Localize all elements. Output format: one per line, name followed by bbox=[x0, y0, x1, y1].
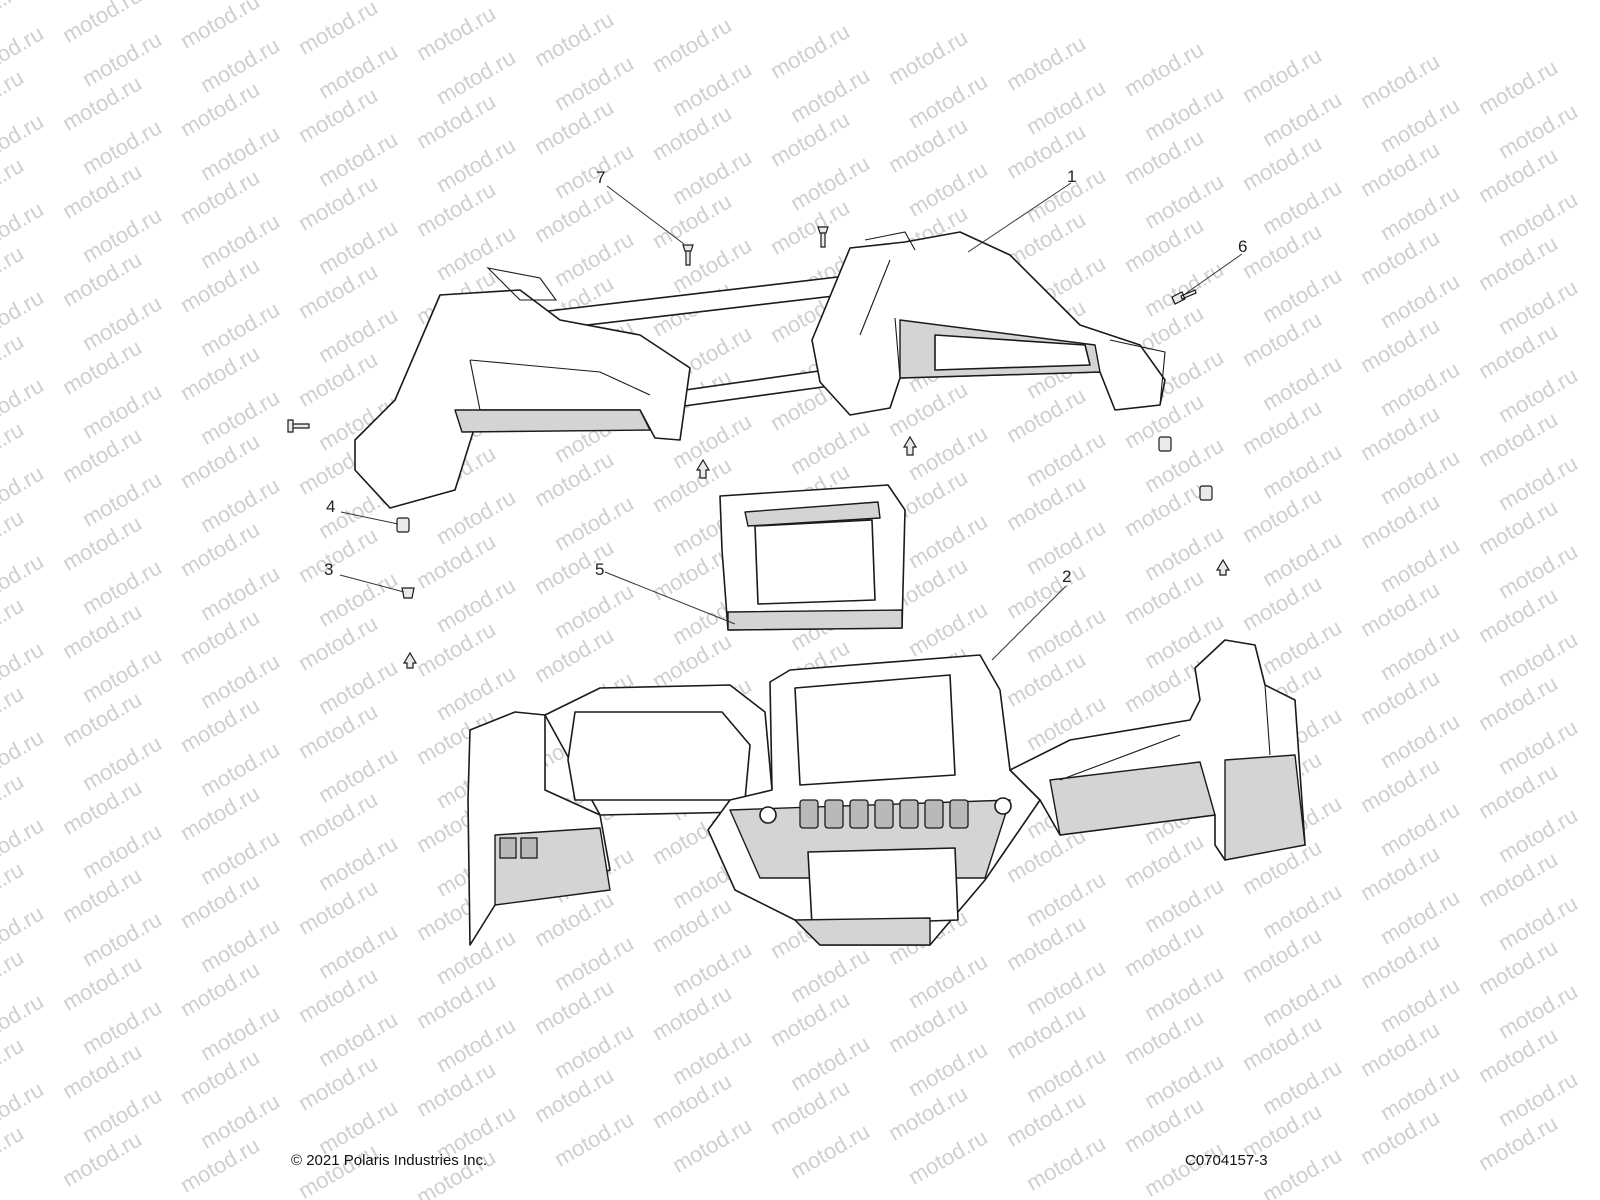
part-5-display-bezel bbox=[719, 484, 906, 631]
leader-line-5 bbox=[604, 571, 736, 625]
leader-line-4 bbox=[340, 511, 399, 525]
part-2-lower-dash-panel bbox=[467, 639, 1306, 946]
callout-6: 6 bbox=[1238, 237, 1247, 256]
leader-line-1 bbox=[967, 182, 1072, 253]
callout-3: 3 bbox=[324, 560, 333, 579]
copyright-text: © 2021 Polaris Industries Inc. bbox=[291, 1152, 488, 1169]
leader-line-2 bbox=[991, 585, 1067, 661]
callout-7: 7 bbox=[596, 168, 605, 187]
callout-5: 5 bbox=[595, 560, 604, 579]
leader-line-7 bbox=[606, 185, 685, 245]
leader-line-3 bbox=[339, 574, 405, 593]
callout-4: 4 bbox=[326, 497, 335, 516]
fasteners bbox=[287, 226, 1231, 669]
part-1-upper-dash-cover bbox=[354, 231, 1166, 509]
figure-code: C0704157-3 bbox=[1185, 1152, 1268, 1169]
callout-1: 1 bbox=[1067, 167, 1076, 186]
switch-row bbox=[759, 797, 1012, 829]
callout-2: 2 bbox=[1062, 567, 1071, 586]
leader-line-6 bbox=[1184, 253, 1243, 295]
